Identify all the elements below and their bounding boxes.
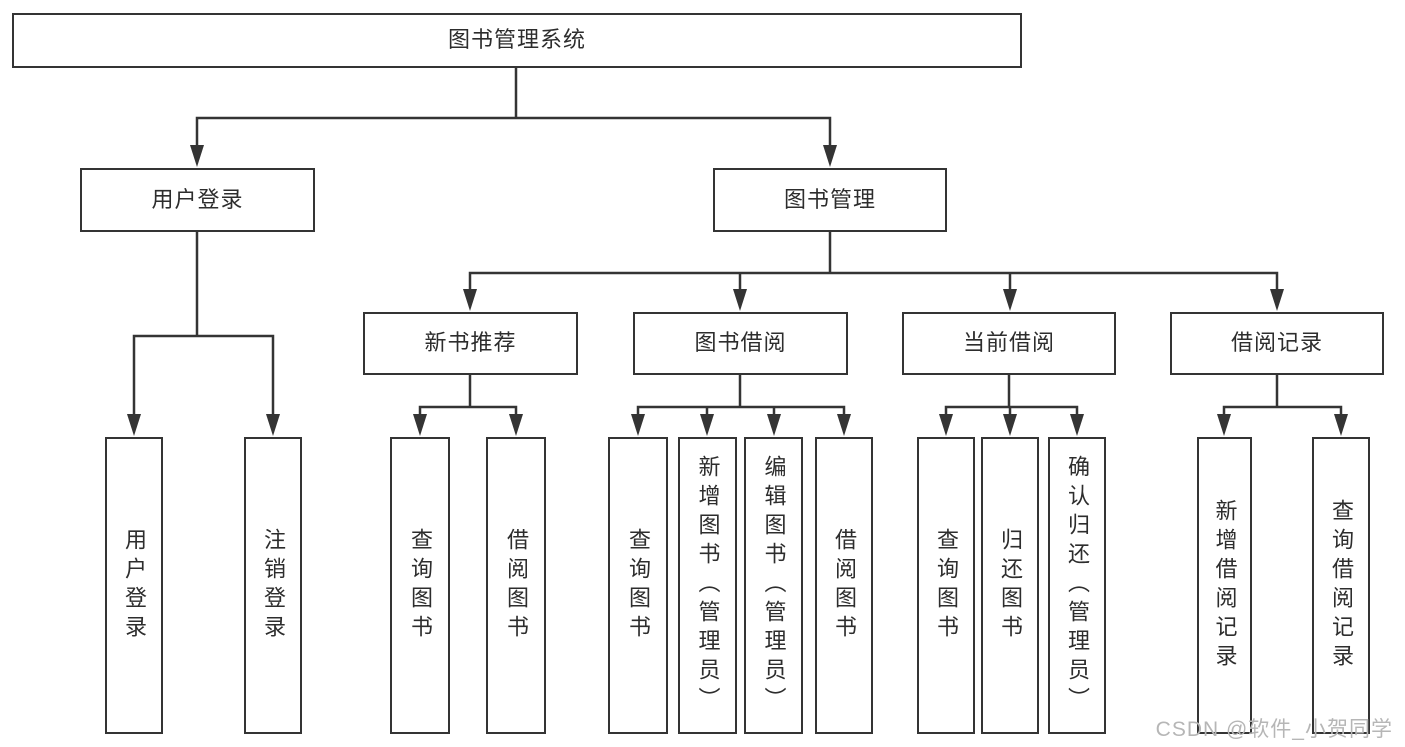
arrow-down-icon bbox=[939, 414, 953, 436]
node-label: 用户登录 bbox=[122, 527, 147, 644]
arrow-down-icon bbox=[767, 414, 781, 436]
node-label: 查询借阅记录 bbox=[1329, 498, 1354, 673]
arrow-down-icon bbox=[631, 414, 645, 436]
edge-borrow-records-to-children bbox=[1222, 374, 1343, 420]
csdn-watermark: CSDN @软件_小贺同学 bbox=[1155, 718, 1393, 741]
node-borrow-books-leaf: 借阅图书 bbox=[815, 437, 873, 734]
node-query-borrow-record-leaf: 查询借阅记录 bbox=[1312, 437, 1370, 734]
arrow-down-icon bbox=[266, 414, 280, 436]
node-label: 图书管理系统 bbox=[447, 27, 586, 53]
node-current-borrowing: 当前借阅 bbox=[902, 312, 1116, 375]
edge-user-login-to-children bbox=[132, 232, 275, 420]
node-query-books-leaf: 查询图书 bbox=[390, 437, 450, 734]
node-query-books-leaf: 查询图书 bbox=[608, 437, 668, 734]
node-query-books-leaf: 查询图书 bbox=[917, 437, 975, 734]
edge-book-borrow-to-children bbox=[636, 374, 846, 420]
node-label: 新书推荐 bbox=[424, 330, 517, 356]
node-user-login-leaf: 用户登录 bbox=[105, 437, 163, 734]
node-new-book-recommendation: 新书推荐 bbox=[363, 312, 578, 375]
node-add-books-admin-leaf: 新增图书（管理员） bbox=[678, 437, 737, 734]
node-return-books-leaf: 归还图书 bbox=[981, 437, 1039, 734]
node-add-borrow-record-leaf: 新增借阅记录 bbox=[1197, 437, 1252, 734]
edge-new-book-to-children bbox=[418, 374, 518, 420]
node-label: 编辑图书（管理员） bbox=[761, 455, 787, 716]
node-user-login: 用户登录 bbox=[80, 168, 315, 232]
node-label: 新增图书（管理员） bbox=[695, 455, 721, 716]
node-label: 借阅图书 bbox=[504, 527, 529, 644]
node-label: 查询图书 bbox=[408, 527, 433, 644]
arrow-down-icon bbox=[1003, 289, 1017, 311]
arrow-down-icon bbox=[733, 289, 747, 311]
node-label: 新增借阅记录 bbox=[1212, 498, 1238, 673]
node-label: 借阅记录 bbox=[1230, 330, 1323, 356]
node-label: 查询图书 bbox=[626, 527, 651, 644]
node-confirm-return-admin-leaf: 确认归还（管理员） bbox=[1048, 437, 1106, 734]
arrow-down-icon bbox=[1217, 414, 1231, 436]
node-label: 图书借阅 bbox=[694, 330, 787, 356]
arrow-down-icon bbox=[190, 145, 204, 167]
node-label: 确认归还（管理员） bbox=[1065, 455, 1090, 716]
node-label: 用户登录 bbox=[151, 186, 244, 212]
arrow-down-icon bbox=[463, 289, 477, 311]
node-edit-books-admin-leaf: 编辑图书（管理员） bbox=[744, 437, 803, 734]
node-label: 归还图书 bbox=[998, 527, 1023, 644]
node-label: 查询图书 bbox=[934, 527, 959, 644]
edge-book-mgmt-to-children bbox=[468, 232, 1279, 295]
arrow-down-icon bbox=[413, 414, 427, 436]
node-label: 借阅图书 bbox=[832, 527, 857, 644]
arrow-down-icon bbox=[1334, 414, 1348, 436]
edge-root-to-level2 bbox=[195, 68, 832, 149]
node-book-borrowing: 图书借阅 bbox=[633, 312, 848, 375]
node-label: 当前借阅 bbox=[962, 330, 1055, 356]
arrow-down-icon bbox=[700, 414, 714, 436]
node-borrow-books-leaf: 借阅图书 bbox=[486, 437, 546, 734]
node-library-management-system: 图书管理系统 bbox=[12, 13, 1022, 68]
node-logout-leaf: 注销登录 bbox=[244, 437, 302, 734]
node-label: 注销登录 bbox=[261, 527, 286, 644]
arrow-down-icon bbox=[127, 414, 141, 436]
node-label: 图书管理 bbox=[783, 186, 876, 212]
arrow-down-icon bbox=[837, 414, 851, 436]
arrow-down-icon bbox=[1270, 289, 1284, 311]
arrow-down-icon bbox=[823, 145, 837, 167]
node-book-management: 图书管理 bbox=[713, 168, 947, 232]
arrow-down-icon bbox=[509, 414, 523, 436]
arrow-down-icon bbox=[1003, 414, 1017, 436]
arrow-down-icon bbox=[1070, 414, 1084, 436]
node-borrowing-records: 借阅记录 bbox=[1170, 312, 1384, 375]
edge-current-borrow-to-children bbox=[944, 374, 1079, 420]
